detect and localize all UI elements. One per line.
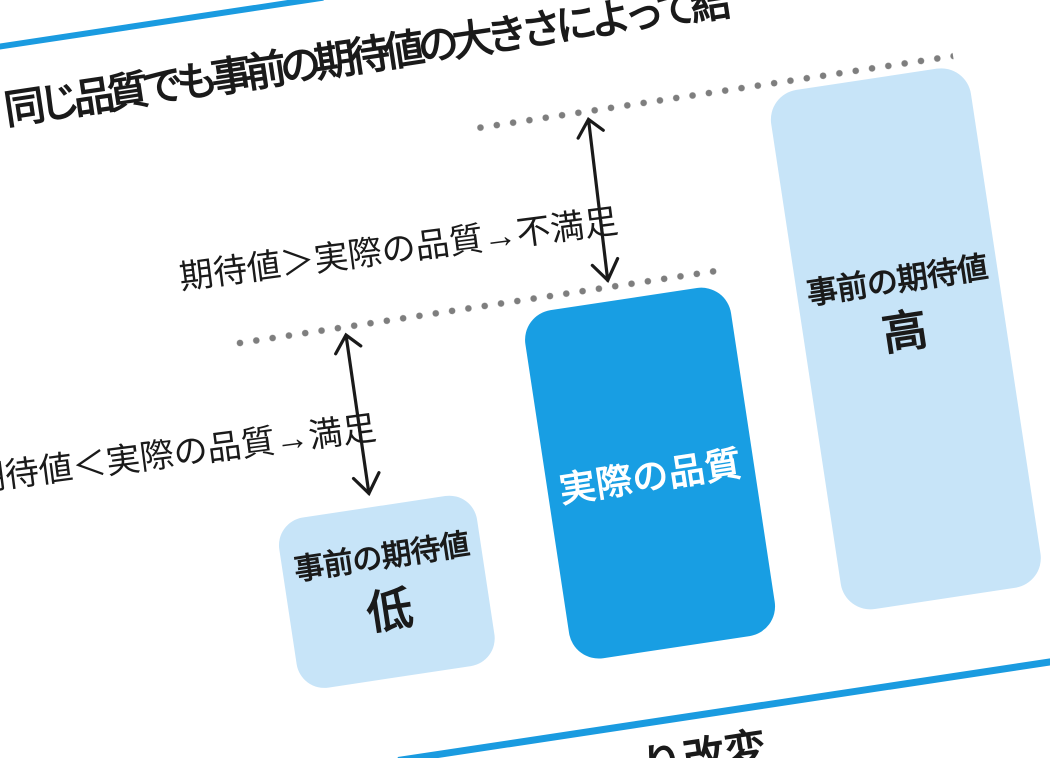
bar-level: 低 — [362, 580, 417, 640]
bar-label: 事前の期待値 — [804, 249, 990, 312]
bar-label: 事前の期待値 — [291, 527, 472, 587]
bar-actual-quality: 実際の品質 — [520, 283, 780, 663]
gap-arrow-satisfaction — [334, 332, 381, 497]
bar-label: 実際の品質 — [556, 442, 745, 511]
bar-expectation-low: 事前の期待値 低 — [275, 491, 499, 692]
annotation-dissatisfaction: 期待値＞実際の品質→不満足 — [177, 202, 621, 298]
gap-arrow-dissatisfaction — [576, 116, 620, 283]
annotation-satisfaction: 期待値＜実際の品質→満足 — [0, 409, 379, 500]
bar-expectation-high: 事前の期待値 高 — [766, 64, 1045, 614]
bar-level: 高 — [878, 303, 931, 361]
diagram-title: 同じ品質でも事前の期待値の大きさによって結 — [1, 0, 729, 134]
